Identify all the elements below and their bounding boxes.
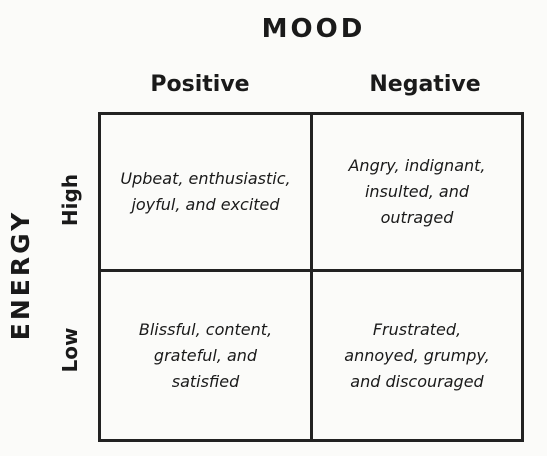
- cell-low-negative: Frustrated, annoyed, grumpy, and discour…: [344, 319, 490, 391]
- energy-axis-title: ENERGY: [6, 209, 35, 341]
- column-header-positive: Positive: [150, 72, 250, 97]
- mood-energy-grid: Upbeat, enthusiastic, joyful, and excite…: [98, 112, 524, 442]
- cell-low-positive: Blissful, content, grateful, and satisfi…: [101, 272, 313, 439]
- row-header-low: Low: [58, 327, 82, 373]
- cell-high-negative: Angry, indignant, insulted, and outraged: [313, 115, 521, 272]
- mood-axis-title: MOOD: [261, 14, 366, 44]
- column-header-negative: Negative: [369, 72, 481, 97]
- row-header-high: High: [58, 173, 82, 227]
- cell-high-positive: Upbeat, enthusiastic, joyful, and excite…: [101, 115, 313, 272]
